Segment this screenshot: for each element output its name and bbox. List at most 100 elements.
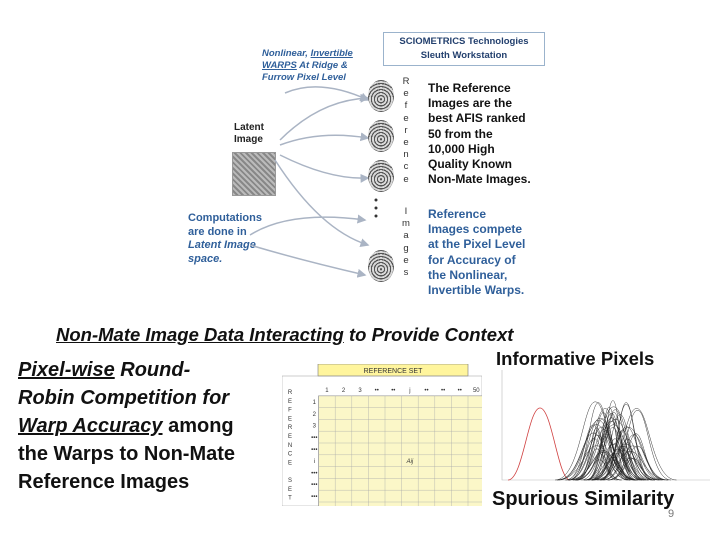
vertical-letter: R <box>401 76 411 87</box>
row-header: ••• <box>311 483 317 489</box>
row-header: i <box>314 459 315 465</box>
note-line: 10,000 High <box>428 142 531 157</box>
warps-note-text: Nonlinear, <box>262 48 311 59</box>
side-label-letter: N <box>288 443 292 449</box>
spurious-similarity-label: Spurious Similarity <box>492 488 674 511</box>
side-label-letter: R <box>288 425 293 431</box>
note-line: Quality Known <box>428 157 531 172</box>
arrow <box>250 245 365 275</box>
round-robin-part: Round- <box>115 359 191 381</box>
sciometrics-box: SCIOMETRICS Technologies Sleuth Workstat… <box>383 32 545 66</box>
vertical-letter: n <box>401 149 411 160</box>
arrows-diagram <box>190 60 380 300</box>
side-label-letter: E <box>288 487 292 493</box>
round-robin-line: the Warps to Non-Mate <box>18 440 235 468</box>
round-robin-line: Robin Competition for <box>18 384 235 412</box>
side-label-letter: C <box>288 452 293 458</box>
note-line: Images compete <box>428 222 525 237</box>
row-header: 1 <box>313 400 317 406</box>
column-header: 1 <box>325 388 329 394</box>
page-number: 9 <box>668 508 674 520</box>
fingerprint-image <box>368 120 394 152</box>
round-robin-line: Reference Images <box>18 468 235 496</box>
note-line: best AFIS ranked <box>428 111 531 126</box>
vertical-letter: s <box>401 267 411 278</box>
note-line: Reference <box>428 207 525 222</box>
side-label-letter: E <box>288 434 292 440</box>
note-line: for Accuracy of <box>428 253 525 268</box>
caption-part: Non-Mate Image Data Interacting <box>56 324 344 345</box>
caption-part: to Provide <box>344 324 445 345</box>
side-label-letter: E <box>288 399 292 405</box>
vertical-letter: e <box>401 88 411 99</box>
cell-label: Aij <box>406 459 414 465</box>
curve <box>508 408 570 480</box>
arrow <box>285 87 368 100</box>
ellipsis-dot <box>375 207 378 210</box>
vertical-letter: m <box>401 218 411 229</box>
sciometrics-subtitle: Sleuth Workstation <box>384 50 544 61</box>
column-header: 50 <box>473 388 480 394</box>
side-label-letter: F <box>288 408 292 414</box>
vertical-letter: I <box>401 206 411 217</box>
vertical-letter: f <box>401 100 411 111</box>
caption-part: Context <box>445 324 514 345</box>
arrow <box>250 217 365 235</box>
round-robin-part: Warp Accuracy <box>18 415 163 437</box>
table-title: REFERENCE SET <box>364 368 423 375</box>
warps-note-text: Invertible <box>311 48 353 59</box>
note-line: The Reference <box>428 81 531 96</box>
column-header: j <box>408 388 410 394</box>
row-header: 2 <box>313 412 317 418</box>
side-label-letter: S <box>288 478 292 484</box>
row-header: ••• <box>311 471 317 477</box>
column-header: 3 <box>358 388 362 394</box>
note-line: Invertible Warps. <box>428 283 525 298</box>
distribution-plot <box>498 368 712 486</box>
vertical-letter: r <box>401 125 411 136</box>
arrow <box>280 155 368 178</box>
row-header: ••• <box>311 494 317 500</box>
round-robin-part: Pixel-wise <box>18 359 115 381</box>
arrow <box>280 135 368 145</box>
side-label-letter: E <box>288 416 292 422</box>
vertical-letter: e <box>401 137 411 148</box>
vertical-letter: e <box>401 113 411 124</box>
side-label-letter: R <box>288 390 293 396</box>
ellipsis-dot <box>375 215 378 218</box>
vertical-letter: e <box>401 255 411 266</box>
round-robin-part: among <box>163 415 234 437</box>
arrow <box>275 160 368 245</box>
fingerprint-image <box>368 80 394 112</box>
row-header: 3 <box>313 424 317 430</box>
ellipsis-dot <box>375 199 378 202</box>
fingerprint-image <box>368 250 394 282</box>
column-header: •• <box>441 388 445 394</box>
vertical-letter: e <box>401 174 411 185</box>
table-body <box>319 396 482 506</box>
vertical-letter: g <box>401 243 411 254</box>
note-line: at the Pixel Level <box>428 237 525 252</box>
row-header: ••• <box>311 435 317 441</box>
fingerprint-image <box>368 160 394 192</box>
round-robin-text: Pixel-wise Round- Robin Competition for … <box>18 356 235 496</box>
vertical-letter: a <box>401 230 411 241</box>
side-label-letter: E <box>288 460 292 466</box>
note-line: the Nonlinear, <box>428 268 525 283</box>
note-line: Non-Mate Images. <box>428 172 531 187</box>
sciometrics-title: SCIOMETRICS Technologies <box>384 36 544 47</box>
reference-note: The ReferenceImages are thebest AFIS ran… <box>428 81 531 187</box>
note-line: 50 from the <box>428 127 531 142</box>
side-label-letter: T <box>288 496 292 502</box>
column-header: •• <box>458 388 462 394</box>
column-header: •• <box>424 388 428 394</box>
column-header: 2 <box>342 388 346 394</box>
note-line: Images are the <box>428 96 531 111</box>
row-header: ••• <box>311 447 317 453</box>
informative-pixels-label: Informative Pixels <box>496 348 654 370</box>
column-header: •• <box>375 388 379 394</box>
column-header: •• <box>391 388 395 394</box>
arrow <box>280 98 368 140</box>
